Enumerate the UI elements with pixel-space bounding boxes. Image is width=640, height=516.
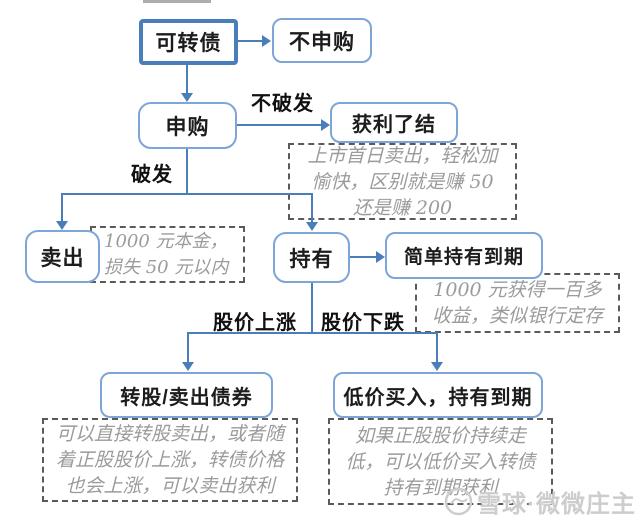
node-no-subscribe: 不申购 (272, 18, 372, 63)
arrowhead-down-icon (306, 222, 318, 231)
node-sell: 卖出 (25, 230, 100, 283)
edge-price-branch-bar (187, 332, 438, 334)
arrowhead-down-icon (431, 362, 443, 371)
edge-branch-to-convert (187, 332, 189, 363)
node-subscribe: 申购 (138, 102, 237, 149)
cropped-top-fragment (143, 0, 211, 3)
note-take-profit: 上市首日卖出，轻松加 愉快，区别就是赚 50 还是赚 200 (288, 143, 517, 220)
note-hold: 1000 元获得一百多 收益，类似银行定存 (415, 273, 620, 333)
arrowhead-right-icon (376, 251, 385, 263)
watermark-text: 雪球·微微庄主 (477, 491, 636, 516)
node-hold-to-maturity: 简单持有到期 (385, 232, 543, 279)
watermark: 雪球·微微庄主 (444, 484, 636, 516)
node-buy-low-hold: 低价买入，持有到期 (333, 372, 543, 418)
arrowhead-down-icon (182, 362, 194, 371)
edge-branch-to-buy-low (436, 332, 438, 363)
note-buy-low-hold: 如果正股股价持续走 低，可以低价买入转债 持有到期获利 (328, 418, 553, 505)
note-convert-or-sell: 可以直接转股卖出，或者随 着正股股价上涨，转债价格 也会上涨，可以卖出获利 (42, 418, 298, 502)
node-take-profit: 获利了结 (330, 102, 458, 143)
edge-label-no-break: 不破发 (251, 93, 314, 115)
edge-bond-to-subscribe (186, 65, 188, 94)
node-convert-or-sell: 转股/卖出债券 (100, 372, 273, 418)
arrowhead-right-icon (321, 119, 330, 131)
edge-subscribe-break-stem (186, 149, 188, 195)
arrowhead-right-icon (262, 35, 271, 47)
edge-branch-to-hold (311, 193, 313, 223)
arrowhead-down-icon (181, 93, 193, 102)
edge-break-branch-bar (61, 193, 313, 195)
edge-label-price-up: 股价上涨 (213, 312, 297, 334)
edge-bond-to-no-subscribe (238, 40, 263, 42)
arrowhead-down-icon (56, 221, 68, 230)
edge-label-price-down: 股价下跌 (321, 312, 405, 334)
note-sell: 1000 元本金， 损失 50 元以内 (90, 226, 245, 283)
node-convertible-bond: 可转债 (139, 19, 238, 65)
edge-branch-to-sell (61, 193, 63, 222)
edge-label-break: 破发 (131, 164, 173, 186)
edge-subscribe-to-take-profit (237, 124, 322, 126)
node-hold: 持有 (273, 232, 350, 283)
xueqiu-snowball-logo-icon (444, 487, 473, 516)
edge-hold-to-maturity (350, 256, 377, 258)
edge-hold-stem (311, 283, 313, 334)
